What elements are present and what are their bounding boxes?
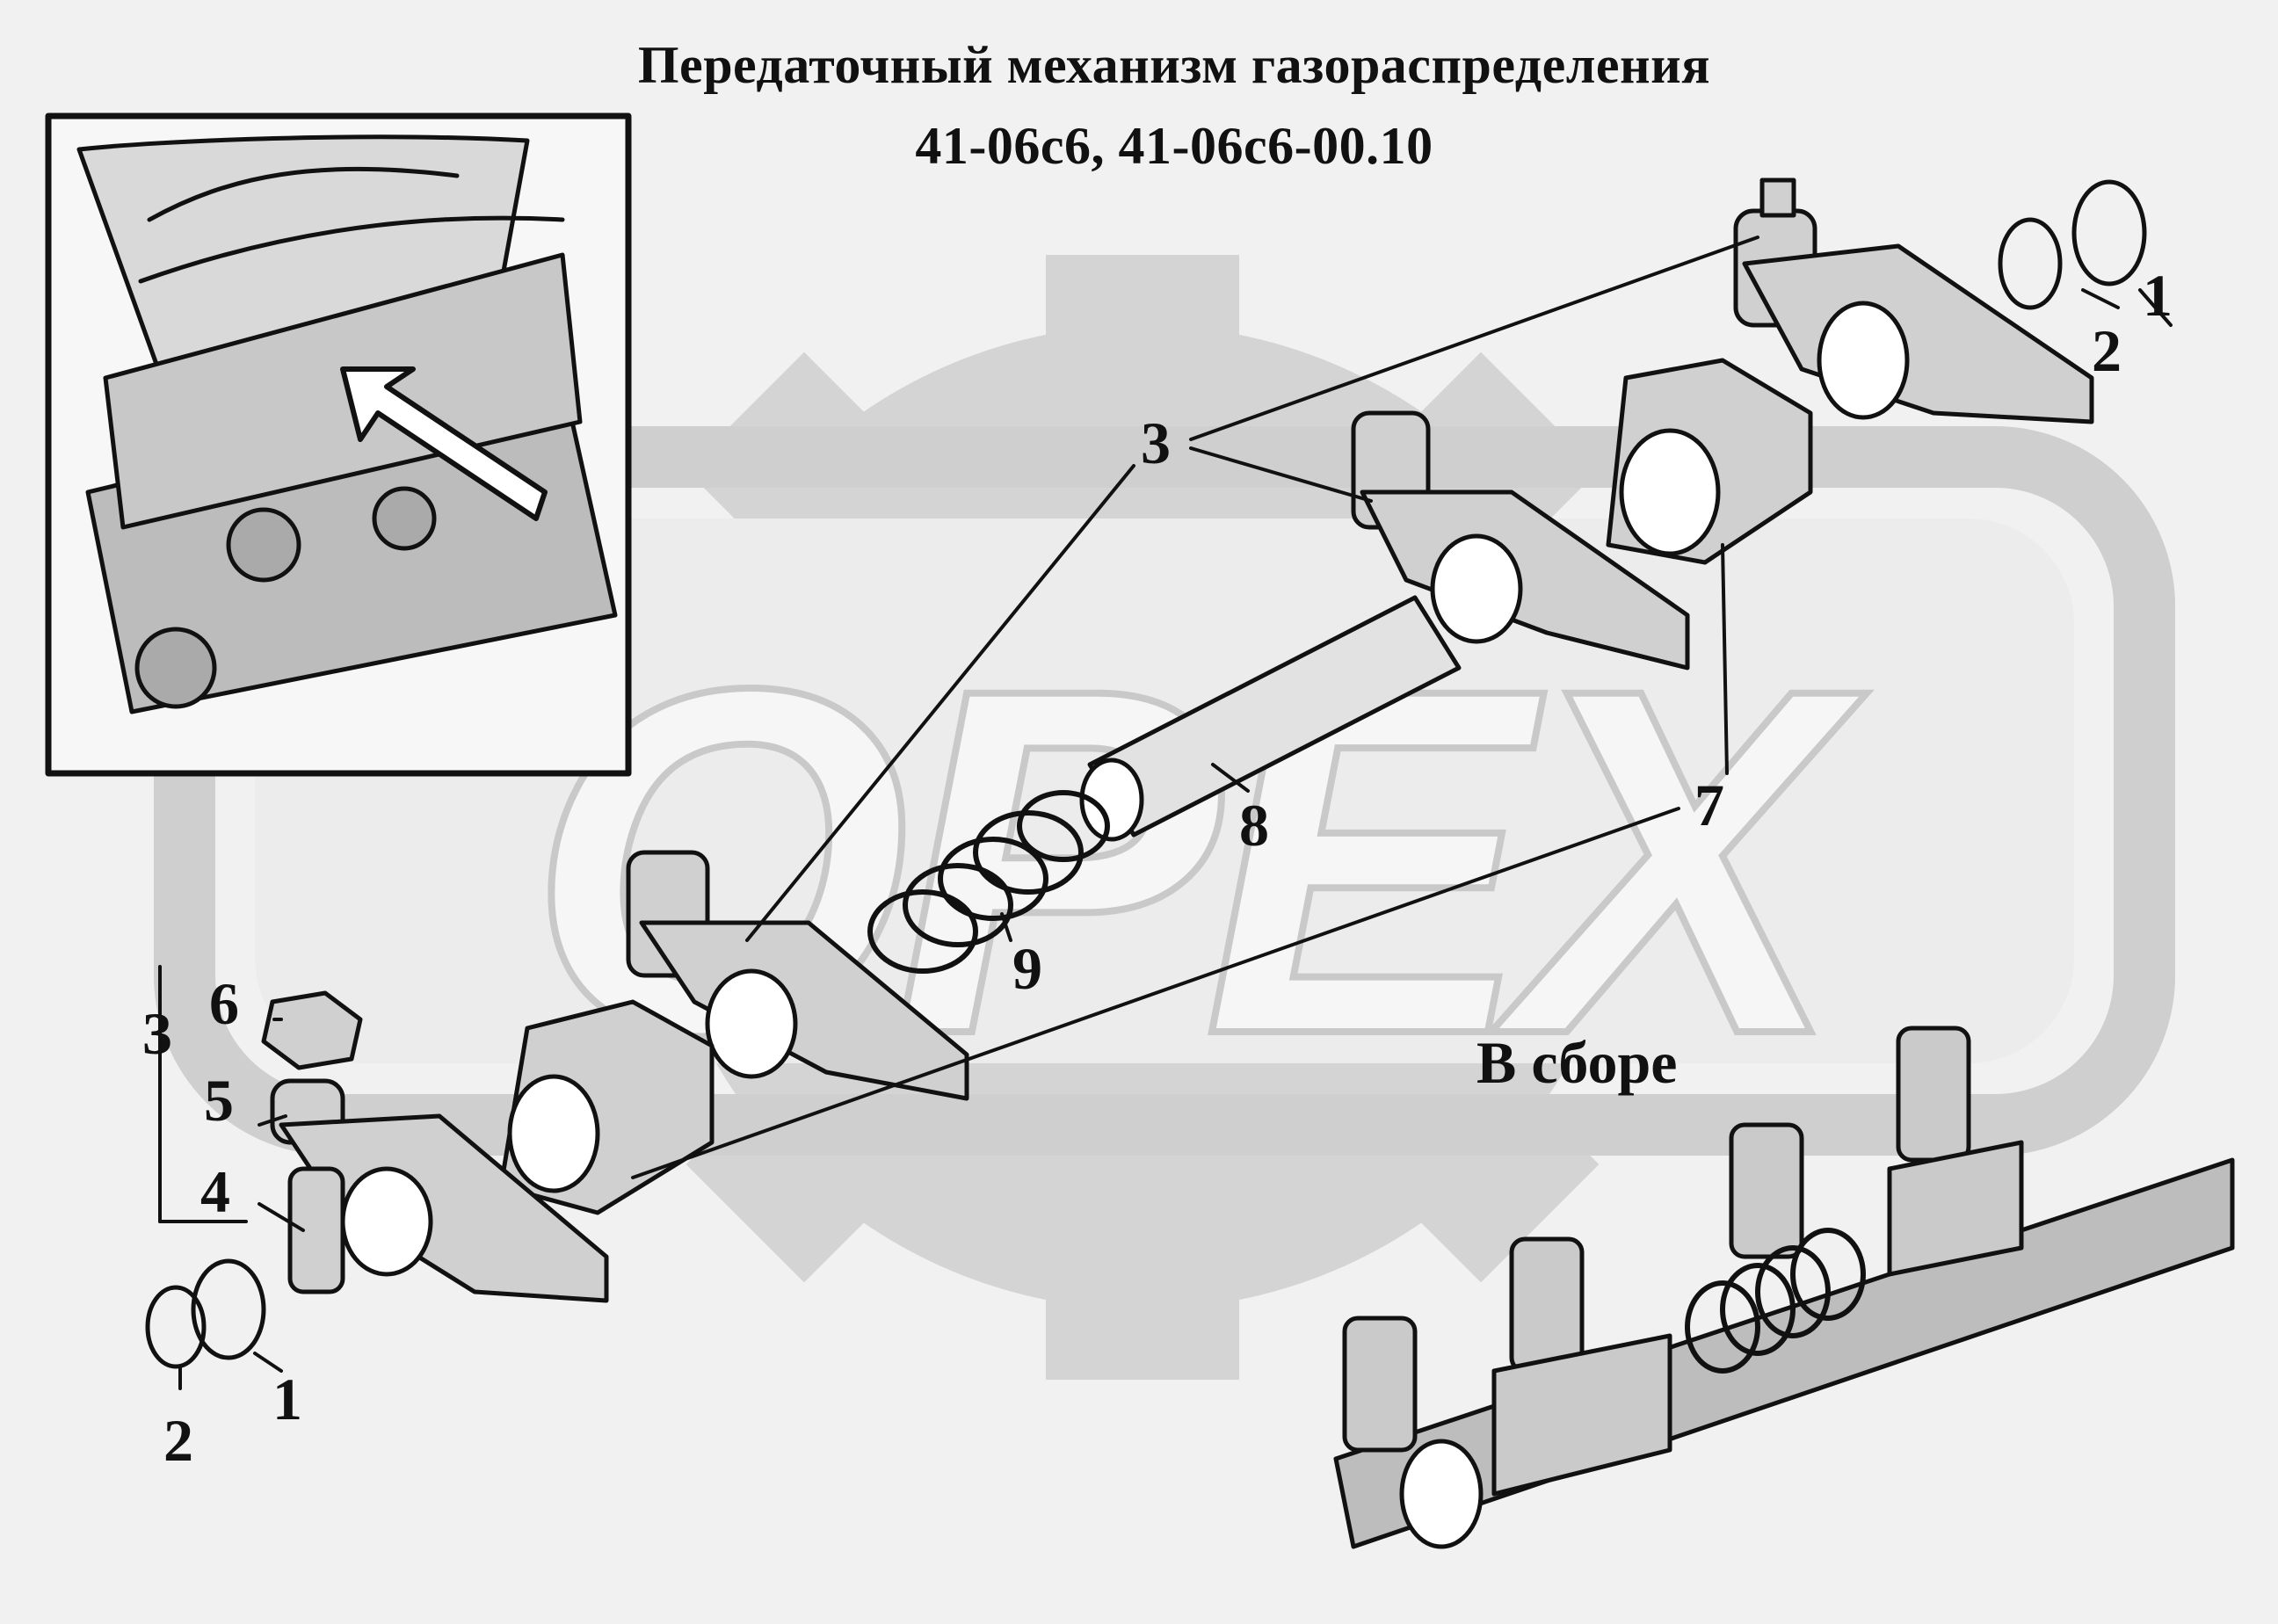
callout-2-top: 2 (2092, 317, 2122, 384)
rocker-arm-middle (1351, 410, 1690, 671)
callout-6: 6 (209, 970, 239, 1037)
callout-9: 9 (1012, 935, 1042, 1002)
assembled-mechanism (1333, 1026, 2235, 1549)
inset-engine-view (45, 112, 632, 777)
callout-1-bottom: 1 (272, 1366, 302, 1432)
assembled-label: В сборе (1476, 1029, 1678, 1096)
inset-arrow-icon (340, 366, 548, 521)
ring-2-top (1998, 217, 2063, 310)
callout-4: 4 (200, 1158, 230, 1225)
rocker-arm-left (626, 850, 969, 1101)
rocker-shaft (1079, 595, 1462, 842)
washer-1-top (2071, 179, 2147, 286)
bracket-left (498, 999, 715, 1215)
nut-6 (261, 990, 363, 1070)
rocker-arm-top-right (1733, 178, 2094, 424)
callout-2-bottom: 2 (163, 1407, 193, 1474)
ring-2-bottom (145, 1285, 207, 1369)
callout-8: 8 (1239, 792, 1269, 859)
callout-7: 7 (1694, 772, 1724, 838)
spring (867, 790, 1110, 974)
diagram-subtitle: 41-06с6, 41-06с6-00.10 (915, 117, 1433, 175)
callout-3-top: 3 (1141, 410, 1171, 476)
watermark-frame (154, 426, 2175, 1156)
callout-3-left: 3 (142, 1000, 172, 1067)
callout-1-top: 1 (2143, 262, 2173, 329)
callout-5: 5 (204, 1067, 234, 1134)
washer-1-bottom (191, 1258, 266, 1360)
leader-lines (158, 236, 2173, 1390)
adjusting-screw-4 (287, 1166, 345, 1294)
diagram-title: Передаточный механизм газораспределения (637, 36, 1711, 94)
bracket-top-right (1606, 358, 1813, 565)
